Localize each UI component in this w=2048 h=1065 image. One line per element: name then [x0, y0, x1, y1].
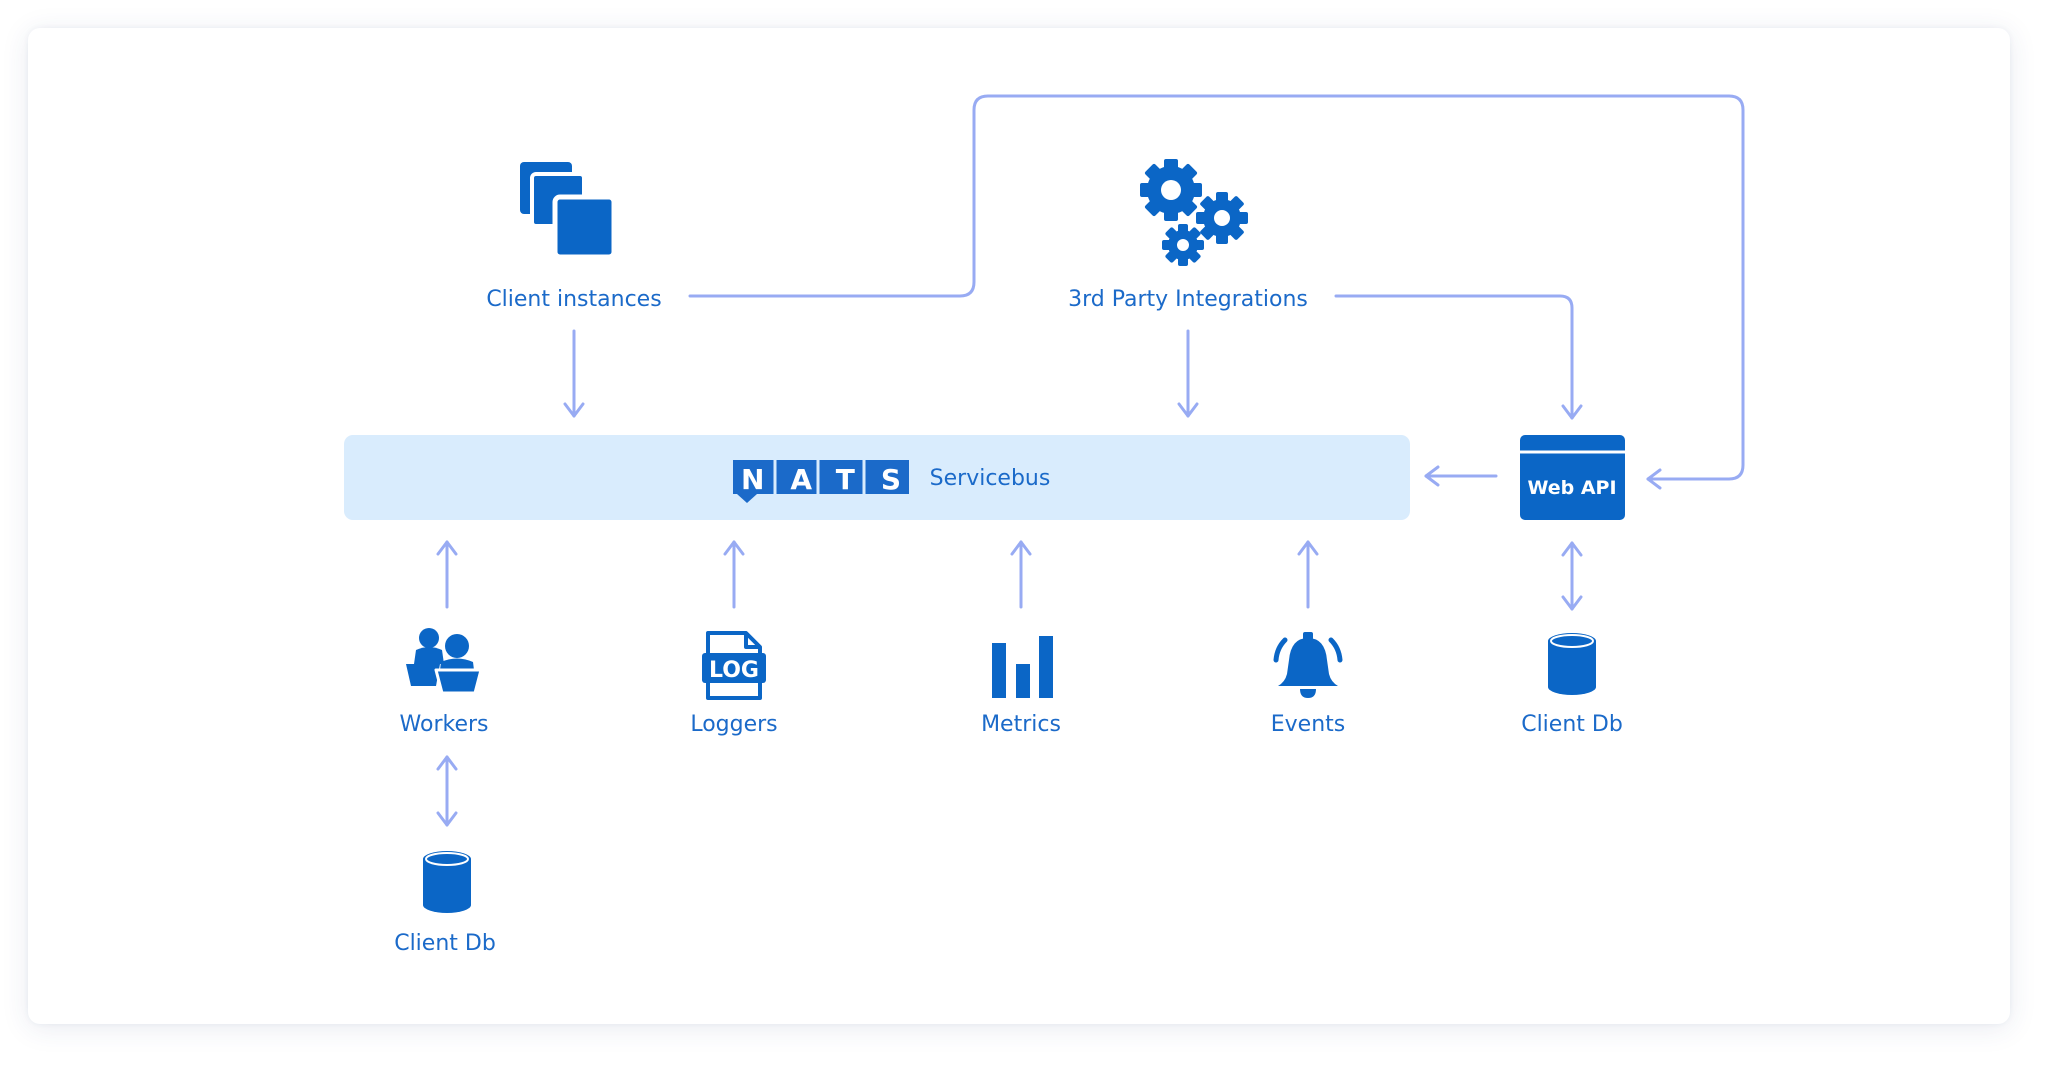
gears-icon — [1140, 159, 1248, 266]
service-bus-label: Servicebus — [930, 466, 1051, 491]
client-db-right-node: Client Db — [1521, 633, 1623, 737]
client-instances-node: Client instances — [486, 162, 662, 312]
bell-icon — [1273, 632, 1343, 698]
client-db-workers-label: Client Db — [394, 931, 496, 956]
workers-icon — [406, 628, 483, 695]
bar-chart-icon — [992, 636, 1053, 698]
web-api-box — [1520, 435, 1625, 520]
client-db-right-label: Client Db — [1521, 712, 1623, 737]
loggers-label: Loggers — [690, 712, 777, 737]
line-third-party-to-web-api — [1334, 294, 1583, 420]
metrics-label: Metrics — [981, 712, 1061, 737]
third-party-node: 3rd Party Integrations — [1068, 159, 1308, 312]
log-badge-text: LOG — [709, 658, 759, 683]
client-instances-label: Client instances — [486, 287, 661, 312]
connectors — [436, 94, 1745, 827]
client-db-workers-node: Client Db — [394, 851, 496, 956]
line-client-instances-to-web-api — [688, 94, 1745, 490]
database-icon — [1548, 633, 1596, 695]
events-node: Events — [1271, 632, 1346, 737]
workers-node: Workers — [400, 628, 489, 737]
stacked-windows-icon — [520, 162, 617, 260]
events-label: Events — [1271, 712, 1346, 737]
workers-label: Workers — [400, 712, 489, 737]
diagram-card — [28, 28, 2010, 1024]
loggers-node: LOG Loggers — [690, 631, 778, 737]
third-party-label: 3rd Party Integrations — [1068, 287, 1308, 312]
database-icon — [423, 851, 471, 913]
log-file-icon: LOG — [702, 631, 766, 700]
metrics-node: Metrics — [981, 636, 1061, 737]
service-bus: NATS Servicebus — [344, 435, 1410, 520]
nats-logo: NATS — [733, 460, 909, 503]
web-api-label: Web API — [1527, 477, 1616, 499]
web-api-node: Web API — [1520, 435, 1625, 520]
